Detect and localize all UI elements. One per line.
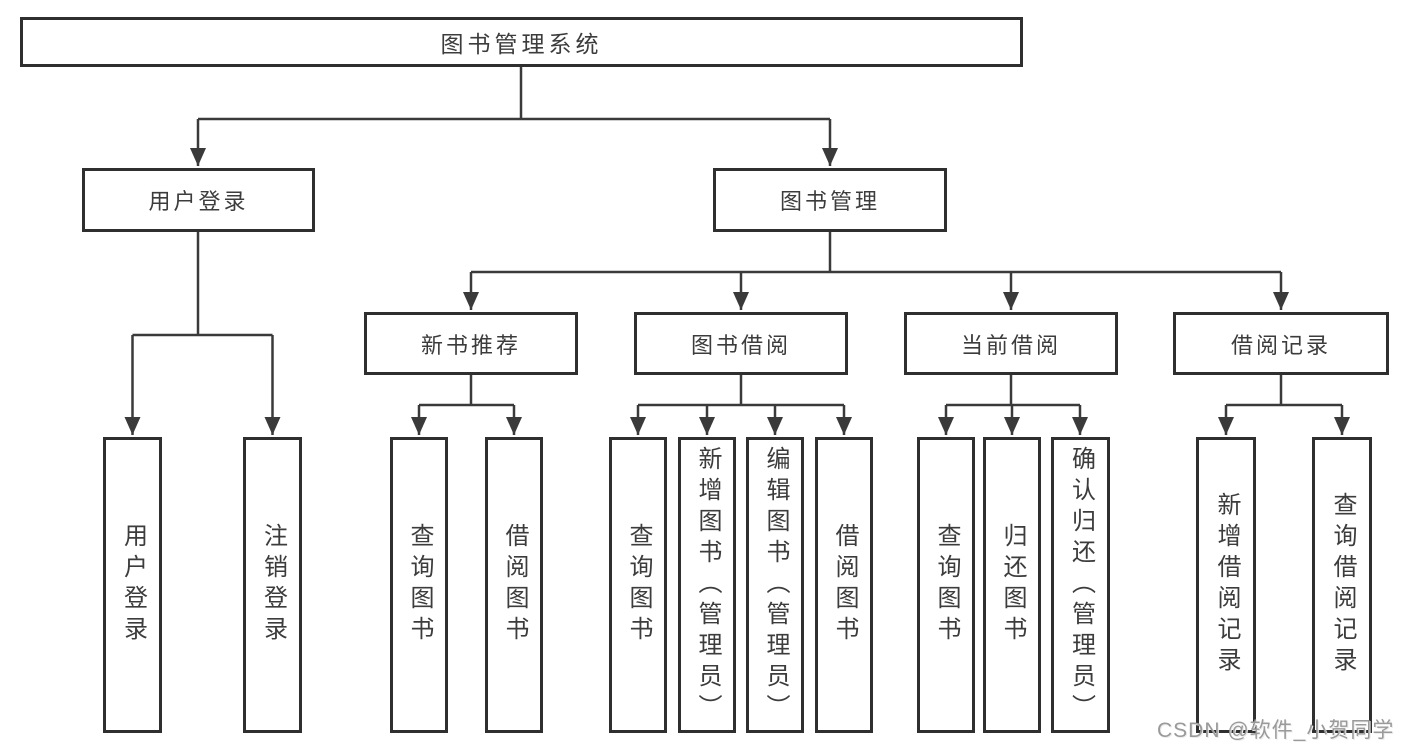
connector-book-borrow-children bbox=[630, 375, 852, 435]
leaf-br-add-record-label: 新增借阅记录 bbox=[1213, 492, 1240, 678]
leaf-logout: 注销登录 bbox=[243, 437, 302, 733]
leaf-user-login-label: 用户登录 bbox=[119, 523, 147, 647]
connector-current-borrow-children bbox=[938, 375, 1088, 435]
node-borrow-records: 借阅记录 bbox=[1173, 312, 1389, 375]
leaf-nbr-borrow-books: 借阅图书 bbox=[485, 437, 543, 733]
node-user-login-label: 用户登录 bbox=[148, 189, 249, 214]
leaf-bb-edit-books-admin: 编辑图书（管理员） bbox=[746, 437, 804, 733]
node-borrow-records-label: 借阅记录 bbox=[1230, 332, 1331, 358]
leaf-cb-confirm-return-admin-label: 确认归还（管理员） bbox=[1067, 445, 1095, 725]
leaf-bb-query-books-label: 查询图书 bbox=[625, 523, 652, 647]
leaf-bb-borrow-books-label: 借阅图书 bbox=[831, 523, 858, 647]
leaf-nbr-query-books: 查询图书 bbox=[390, 437, 448, 733]
node-book-mgmt-label: 图书管理 bbox=[779, 189, 880, 214]
leaf-br-add-record: 新增借阅记录 bbox=[1196, 437, 1256, 733]
leaf-cb-query-books-label: 查询图书 bbox=[933, 523, 960, 647]
node-new-book-rec-label: 新书推荐 bbox=[420, 332, 521, 358]
leaf-bb-add-books-admin: 新增图书（管理员） bbox=[678, 437, 736, 733]
connector-book-mgmt-children bbox=[463, 232, 1289, 310]
leaf-cb-return-books-label: 归还图书 bbox=[999, 523, 1026, 647]
leaf-cb-return-books: 归还图书 bbox=[983, 437, 1041, 733]
leaf-user-login: 用户登录 bbox=[103, 437, 162, 733]
leaf-bb-edit-books-admin-label: 编辑图书（管理员） bbox=[762, 445, 789, 725]
leaf-br-query-record-label: 查询借阅记录 bbox=[1329, 492, 1356, 678]
connector-new-book-rec-children bbox=[411, 375, 522, 435]
leaf-cb-query-books: 查询图书 bbox=[917, 437, 975, 733]
node-root: 图书管理系统 bbox=[20, 17, 1023, 67]
node-root-label: 图书管理系统 bbox=[440, 31, 603, 57]
leaf-bb-add-books-admin-label: 新增图书（管理员） bbox=[694, 445, 721, 725]
leaf-logout-label: 注销登录 bbox=[259, 523, 287, 647]
connector-user-login-children bbox=[124, 232, 281, 435]
connector-borrow-records-children bbox=[1218, 375, 1350, 435]
leaf-bb-query-books: 查询图书 bbox=[609, 437, 667, 733]
node-new-book-rec: 新书推荐 bbox=[364, 312, 578, 375]
leaf-bb-borrow-books: 借阅图书 bbox=[815, 437, 873, 733]
node-book-borrow-label: 图书借阅 bbox=[690, 332, 791, 358]
node-book-mgmt: 图书管理 bbox=[713, 168, 947, 232]
node-book-borrow: 图书借阅 bbox=[634, 312, 848, 375]
leaf-nbr-borrow-books-label: 借阅图书 bbox=[501, 523, 528, 647]
node-user-login: 用户登录 bbox=[82, 168, 315, 232]
leaf-cb-confirm-return-admin: 确认归还（管理员） bbox=[1051, 437, 1110, 733]
csdn-watermark: CSDN @软件_小贺同学 bbox=[1157, 719, 1395, 742]
leaf-nbr-query-books-label: 查询图书 bbox=[406, 523, 433, 647]
node-current-borrow-label: 当前借阅 bbox=[960, 332, 1061, 358]
node-current-borrow: 当前借阅 bbox=[904, 312, 1118, 375]
leaf-br-query-record: 查询借阅记录 bbox=[1312, 437, 1372, 733]
connector-root-to-level2 bbox=[190, 67, 838, 166]
